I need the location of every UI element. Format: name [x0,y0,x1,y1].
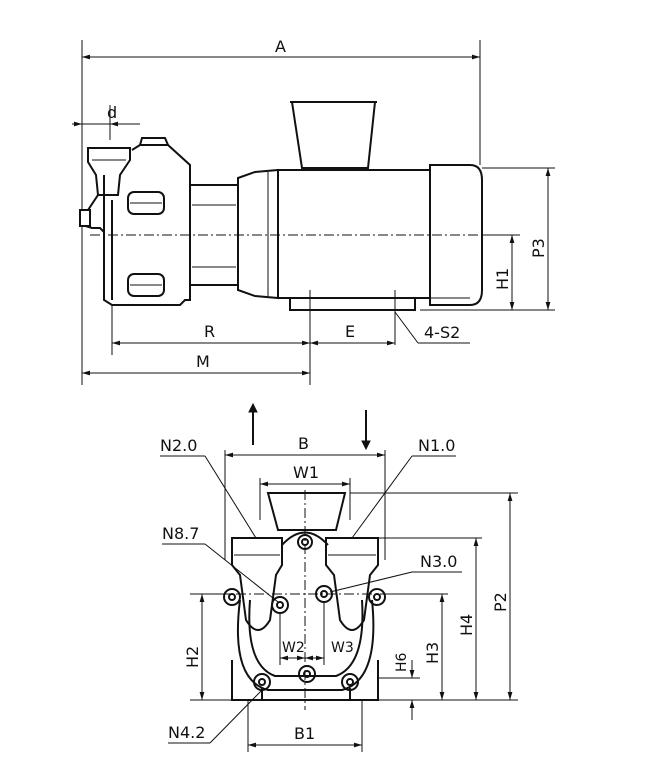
callout-n3-0: N3.0 [329,552,462,593]
dimension-h6: H6 [378,652,420,720]
dimension-h2: H2 [183,593,232,701]
label-n1-0: N1.0 [418,436,455,455]
label-h2: H2 [183,646,202,668]
label-e: E [345,322,355,341]
pump-head [79,137,191,306]
label-w2: W2 [282,640,305,656]
callout-n4-2: N4.2 [168,689,263,744]
dimension-h1: H1 [482,234,520,310]
dimension-h4: H4 [378,537,482,700]
label-n3-0: N3.0 [420,552,457,571]
callout-n2-0: N2.0 [160,436,257,539]
label-h6: H6 [394,652,410,672]
dimension-b1: B1 [248,724,362,748]
callout-n8-7: N8.7 [162,524,279,603]
pump-body-front [223,492,386,701]
dimension-d: d [72,103,140,127]
label-n8-7: N8.7 [162,524,199,543]
label-h1: H1 [493,268,512,290]
inlet-arrow [248,402,258,445]
label-b1: B1 [294,724,315,743]
label-h3: H3 [423,642,442,664]
dimension-h3: H3 [385,593,448,700]
label-d: d [107,103,117,122]
label-n4-2: N4.2 [168,723,205,742]
leader-4-s2: 4-S2 [394,311,470,344]
dimension-w1: W1 [260,463,350,487]
label-w1: W1 [293,463,319,482]
dimension-e: E [310,322,395,346]
front-view: B W1 [160,402,518,752]
callout-n1-0: N1.0 [351,436,456,539]
dimension-p2: P2 [350,492,518,701]
label-a: A [275,37,286,56]
dimension-p3: P3 [420,167,555,311]
side-view: A d [72,37,555,385]
label-n2-0: N2.0 [160,436,197,455]
motor [237,101,483,311]
label-p2: P2 [491,592,510,612]
label-p3: P3 [529,238,548,258]
dimension-a: A [82,37,480,60]
dimension-b: B [225,434,385,458]
label-h4: H4 [457,614,476,636]
dimension-w2: W2 [279,613,305,665]
outlet-arrow [361,410,371,451]
label-b: B [298,434,309,453]
dimension-m: M [82,352,310,376]
label-w3: W3 [331,640,354,656]
label-m: M [196,352,210,371]
dimension-r: R [112,322,310,346]
label-4-s2: 4-S2 [424,323,460,342]
dimension-w3: W3 [305,602,354,665]
label-r: R [204,322,215,341]
